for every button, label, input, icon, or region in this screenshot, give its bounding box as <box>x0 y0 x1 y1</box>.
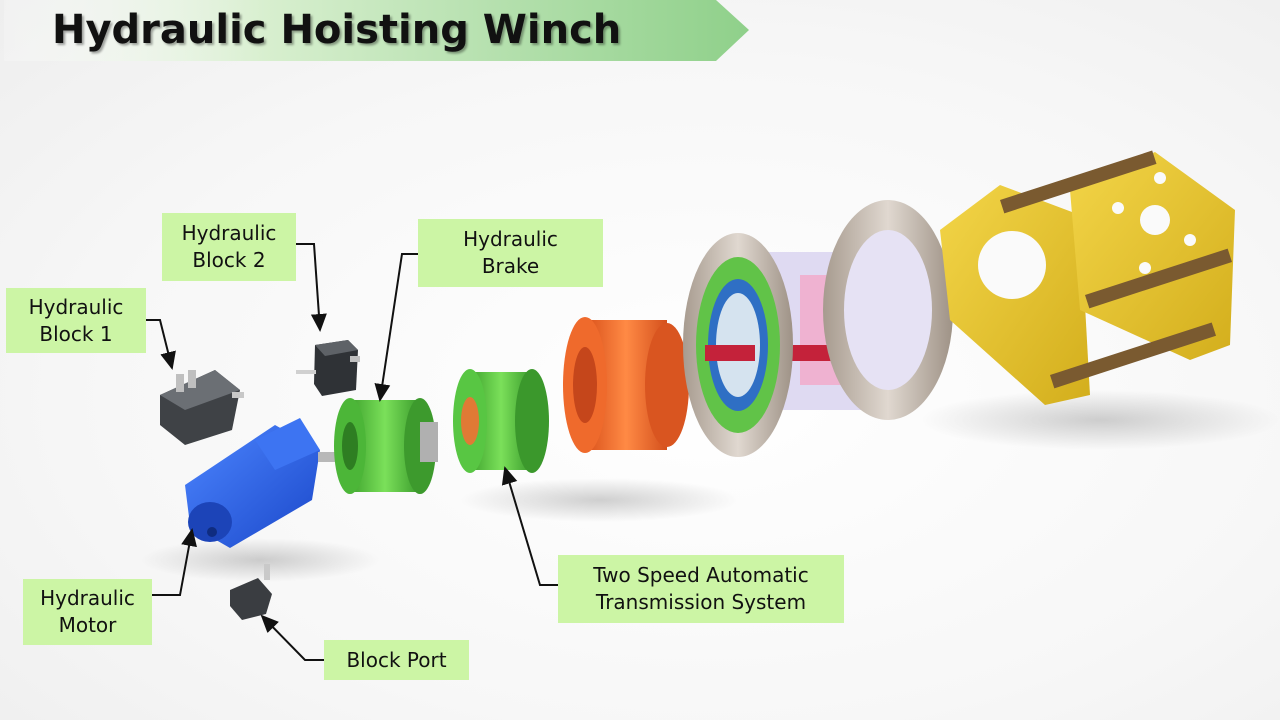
label-hydraulic-block-2: Hydraulic Block 2 <box>162 213 296 281</box>
label-hydraulic-brake: Hydraulic Brake <box>418 219 603 287</box>
block-port <box>230 564 272 620</box>
label-block-port: Block Port <box>324 640 469 680</box>
hydraulic-block-2 <box>296 340 360 396</box>
winch-frame <box>940 150 1235 405</box>
planetary-gearbox <box>563 317 689 453</box>
page-title: Hydraulic Hoisting Winch <box>52 7 622 53</box>
winch-drum <box>683 200 953 457</box>
label-hydraulic-block-1: Hydraulic Block 1 <box>6 288 146 353</box>
hydraulic-block-1 <box>160 370 244 445</box>
leader-lines <box>146 243 558 661</box>
label-transmission-system: Two Speed Automatic Transmission System <box>558 555 844 623</box>
hydraulic-motor <box>185 418 340 548</box>
transmission-unit <box>453 369 549 473</box>
label-hydraulic-motor: Hydraulic Motor <box>23 579 152 645</box>
gearbox-shadow <box>460 478 740 522</box>
motor-shadow <box>140 538 380 582</box>
title-banner <box>4 0 749 61</box>
frame-shadow <box>920 390 1280 450</box>
hydraulic-brake <box>334 398 438 494</box>
